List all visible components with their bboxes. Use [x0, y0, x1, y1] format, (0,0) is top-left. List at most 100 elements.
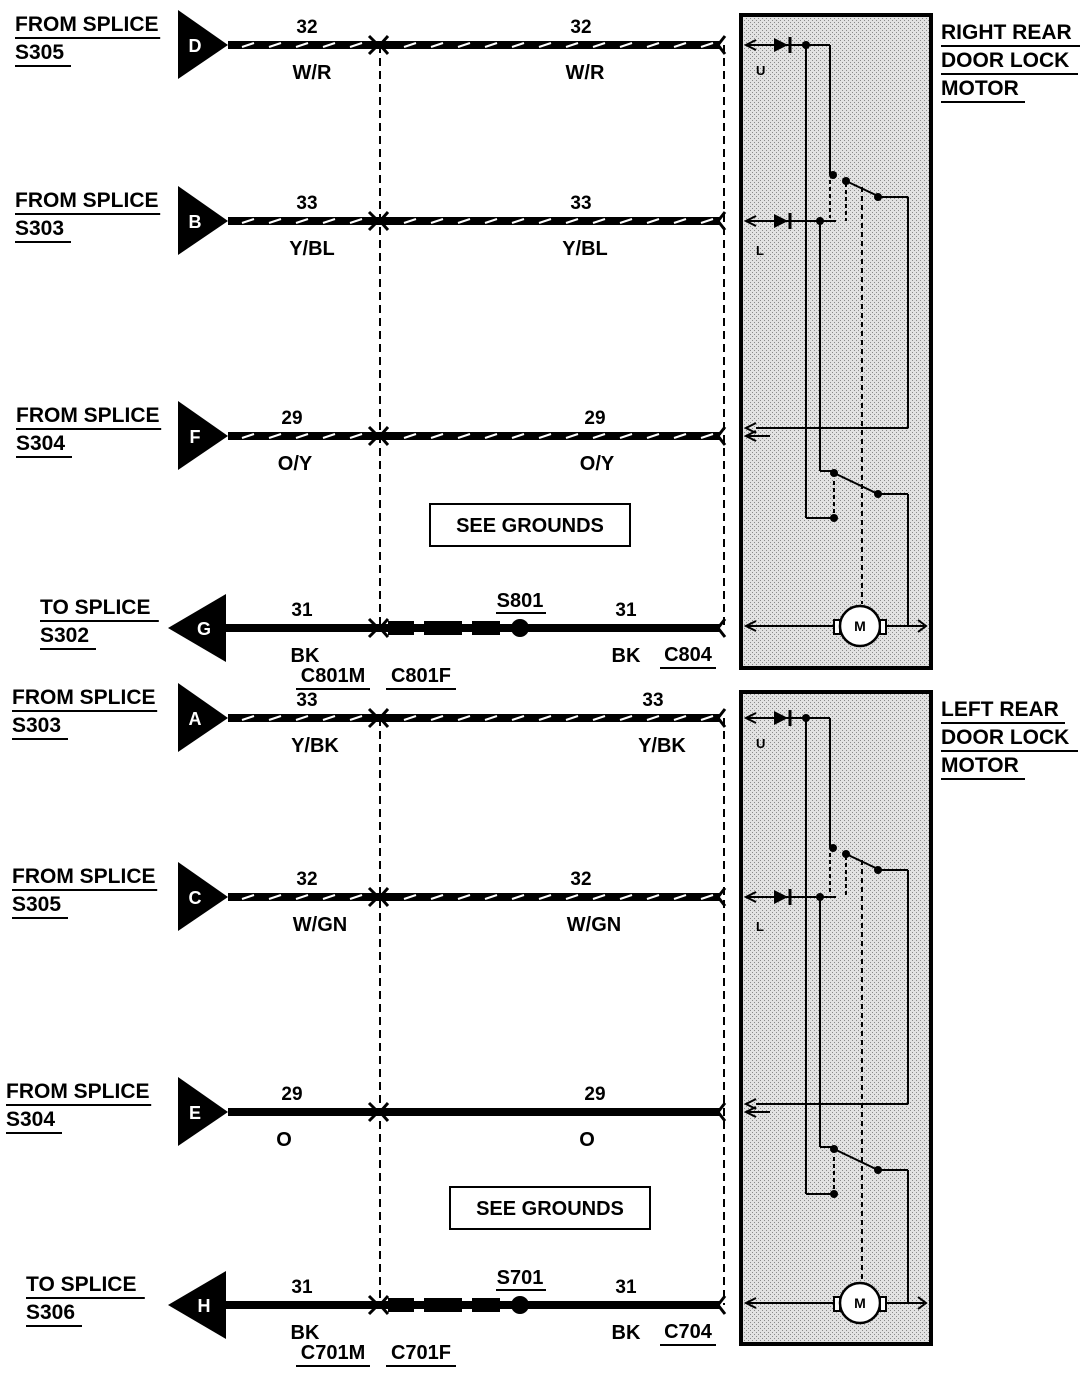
ground-segment — [472, 1298, 500, 1312]
wire-stripe — [457, 715, 471, 721]
wire-stripe — [646, 715, 660, 721]
connector-male-label: C701M — [301, 1342, 365, 1364]
see-grounds-box — [449, 1186, 651, 1230]
wire-stripe — [673, 218, 687, 224]
wire-stripe — [241, 894, 255, 900]
wire-stripe — [241, 218, 255, 224]
wire-number: 31 — [291, 1277, 313, 1298]
motor-symbol: M — [854, 618, 866, 634]
wire-number: 31 — [615, 600, 637, 621]
wire-number: 33 — [570, 193, 591, 214]
splice-label: TO SPLICE — [26, 1273, 136, 1296]
switch-up-label: U — [756, 63, 765, 78]
wire-stripe — [403, 42, 417, 48]
connector-female-label: C701F — [391, 1342, 451, 1364]
motor-connector — [716, 618, 727, 638]
wire-color: O/Y — [580, 453, 615, 475]
wire-stripe — [268, 894, 282, 900]
wire-color: BK — [291, 1322, 320, 1344]
arrow-head — [743, 1098, 757, 1110]
splice-label: FROM SPLICE — [12, 865, 156, 888]
arrow-head — [743, 1106, 757, 1118]
connector-pin-letter: E — [189, 1103, 201, 1123]
wire-stripe — [592, 218, 606, 224]
wire-stripe — [538, 42, 552, 48]
motor-title-line: DOOR LOCK — [941, 49, 1069, 72]
wire-stripe — [592, 894, 606, 900]
splice-label: TO SPLICE — [40, 596, 150, 619]
arrow-head — [743, 422, 757, 434]
schematic-node — [829, 844, 837, 852]
inline-connector-female — [377, 618, 390, 638]
wire-stripe — [295, 715, 309, 721]
splice-id: S303 — [15, 217, 64, 240]
wire-color: O/Y — [278, 453, 313, 475]
wire-number: 33 — [296, 193, 317, 214]
wire-stripe — [673, 433, 687, 439]
wire-stripe — [457, 218, 471, 224]
switch-low-label: L — [756, 243, 764, 258]
wire-stripe — [457, 42, 471, 48]
motor-title-line: MOTOR — [941, 77, 1019, 100]
wire-stripe — [538, 218, 552, 224]
schematic-node — [829, 171, 837, 179]
connector-pin-letter: A — [189, 709, 202, 729]
wire-stripe — [349, 715, 363, 721]
schematic-node — [830, 514, 838, 522]
wire-color: Y/BL — [289, 238, 335, 260]
ground-segment — [472, 621, 500, 635]
wire-stripe — [322, 715, 336, 721]
wire-color: BK — [612, 1322, 641, 1344]
wire-stripe — [322, 894, 336, 900]
arrow-head — [917, 1296, 928, 1310]
wire-stripe — [295, 894, 309, 900]
wire-number: 33 — [642, 690, 663, 711]
motor-connector — [716, 211, 727, 231]
splice-label: FROM SPLICE — [16, 404, 160, 427]
splice-id: S302 — [40, 624, 89, 647]
connector-pin-letter: F — [190, 427, 201, 447]
wire-stripe — [403, 715, 417, 721]
connector-e-triangle — [178, 1077, 228, 1146]
ground-segment — [388, 1298, 414, 1312]
connector-pin-letter: C — [189, 888, 202, 908]
ground-segment — [388, 621, 414, 635]
wire-stripe — [592, 433, 606, 439]
motor-connector — [716, 708, 727, 728]
wire-stripe — [646, 42, 660, 48]
splice-point-label: S801 — [497, 590, 544, 612]
arrow-head — [743, 430, 757, 442]
splice-id: S305 — [15, 41, 64, 64]
wire-stripe — [565, 218, 579, 224]
wire-color: O — [579, 1129, 595, 1151]
wire-stripe — [484, 894, 498, 900]
wire-stripe — [430, 715, 444, 721]
switch-blade — [833, 1148, 879, 1171]
splice-point-label: S701 — [497, 1267, 544, 1289]
splice-id: S304 — [6, 1108, 55, 1131]
wire-stripe — [349, 42, 363, 48]
splice-label: FROM SPLICE — [12, 686, 156, 709]
wire-stripe — [619, 218, 633, 224]
wire-stripe — [457, 433, 471, 439]
wire-stripe — [565, 894, 579, 900]
motor-component-box — [739, 13, 933, 670]
wire-stripe — [619, 42, 633, 48]
connector-h-triangle — [168, 1271, 226, 1339]
switch-up-label: U — [756, 736, 765, 751]
wire-stripe — [484, 433, 498, 439]
wire-stripe — [700, 218, 714, 224]
wire-stripe — [538, 894, 552, 900]
wire-stripe — [565, 715, 579, 721]
wire-stripe — [322, 433, 336, 439]
splice-point-dot — [511, 619, 529, 637]
splice-label: FROM SPLICE — [15, 13, 159, 36]
wire-stripe — [646, 433, 660, 439]
